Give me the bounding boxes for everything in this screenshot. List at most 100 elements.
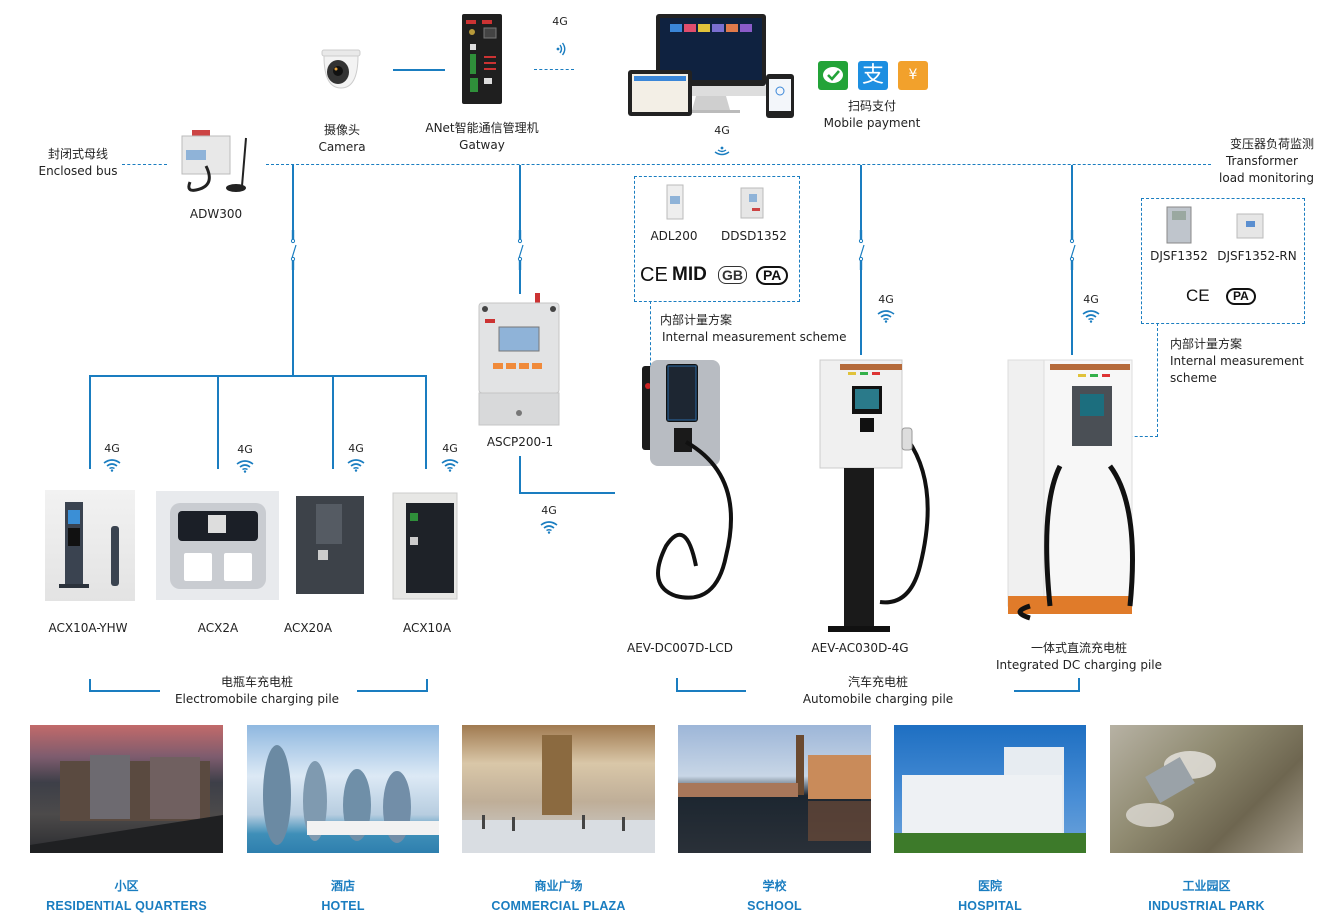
dc-wallbox-charger-image [642, 360, 733, 600]
adl200-meter-icon [666, 184, 684, 220]
meter-box-1-connector [650, 301, 651, 381]
meter-box-2-connector [1157, 323, 1158, 437]
mid-mark-icon: MID [672, 264, 707, 285]
drop-electromobile [292, 165, 295, 231]
4g-label: 4G [1083, 293, 1099, 306]
bracket-auto-left [676, 678, 678, 691]
gb-mark-icon: GB [718, 266, 747, 284]
djsf1352-rn-meter-icon [1236, 213, 1264, 239]
device-label: ACX10A [402, 621, 452, 635]
wifi-icon [346, 458, 366, 472]
wifi-icon [235, 459, 255, 473]
alipay-icon: 支 [858, 61, 888, 90]
breaker-switch-icon [515, 230, 525, 270]
device-label: ACX20A [283, 621, 333, 635]
device-label: AEV-DC007D-LCD [626, 641, 734, 655]
wifi-icon [440, 458, 460, 472]
branch-1 [89, 375, 91, 469]
meter-model-label: DJSF1352-RN [1217, 249, 1297, 263]
wifi-icon [539, 520, 559, 534]
meter-model-label: DDSD1352 [721, 229, 787, 243]
residential-quarters-photo [30, 725, 223, 853]
4g-label: 4G [878, 293, 894, 306]
branch-4 [425, 375, 427, 469]
bracket-electromobile-right [426, 679, 428, 691]
camera-icon [321, 49, 361, 89]
gateway-platform-link [534, 69, 574, 70]
signal-icon [714, 146, 730, 156]
acx2a-device-image [156, 491, 279, 600]
4g-label: 4G [104, 442, 120, 455]
hospital-photo [894, 725, 1086, 853]
branch-2 [217, 375, 219, 469]
gateway-4g-label: 4G [552, 15, 568, 28]
ce-mark-icon: CE [640, 264, 668, 286]
device-label: AEV-AC030D-4G [811, 641, 909, 655]
bracket-electromobile-right-h [357, 690, 428, 692]
branch-3 [332, 375, 334, 469]
ascp200-device-icon [478, 293, 560, 426]
device-label: ACX10A-YHW [48, 621, 128, 635]
bracket-auto-right [1078, 678, 1080, 691]
signal-icon [556, 42, 566, 56]
drop-ac-pile-lower [860, 269, 863, 355]
bracket-electromobile-left [89, 679, 91, 691]
ddsd1352-meter-icon [740, 187, 764, 219]
school-photo [678, 725, 871, 853]
drop-ascp-lower [519, 269, 522, 294]
pa-mark-icon: PA [756, 266, 789, 285]
ascp-link-vertical [519, 456, 521, 493]
bracket-electromobile-left-h [89, 690, 160, 692]
gateway-device-icon [462, 14, 502, 104]
meter-box-1 [634, 176, 800, 302]
hotel-photo [247, 725, 439, 853]
union-pay-icon: ¥ [898, 61, 928, 90]
ce-mark-icon: CE [1186, 286, 1210, 305]
pa-mark-icon: PA [1226, 288, 1256, 305]
4g-label: 4G [541, 504, 557, 517]
meter-box-2 [1141, 198, 1305, 324]
acx10a-yhw-device-image [45, 490, 135, 601]
wifi-icon [1081, 309, 1101, 323]
djsf1352-meter-icon [1166, 206, 1192, 244]
wechat-pay-icon [818, 61, 848, 90]
platform-4g-label: 4G [714, 124, 730, 137]
integrated-dc-charger-image [1007, 359, 1135, 621]
drop-dc-pile-lower [1071, 269, 1074, 355]
commercial-plaza-photo [462, 725, 655, 853]
drop-ac-pile [860, 165, 863, 231]
camera-gateway-link [393, 69, 445, 71]
ascp-label: ASCP200-1 [486, 435, 554, 449]
ascp-link-horizontal [519, 492, 615, 494]
wifi-icon [102, 458, 122, 472]
device-label: ACX2A [197, 621, 239, 635]
acx10a-device-image [392, 491, 460, 601]
ac-pile-charger-image [819, 359, 930, 632]
bracket-auto-left-h [676, 690, 746, 692]
bracket-auto-right-h [1014, 690, 1080, 692]
4g-label: 4G [442, 442, 458, 455]
breaker-switch-icon [1067, 230, 1077, 270]
bus-line-main [266, 164, 1211, 165]
electromobile-branch-bar [89, 375, 427, 377]
transformer-label: 变压器负荷监测 Transformer load monitoring [1219, 137, 1314, 185]
acx20a-device-image [296, 494, 364, 595]
adw300-label: ADW300 [189, 207, 243, 221]
drop-electromobile-lower [292, 269, 295, 376]
drop-dc-pile [1071, 165, 1074, 231]
4g-label: 4G [237, 443, 253, 456]
